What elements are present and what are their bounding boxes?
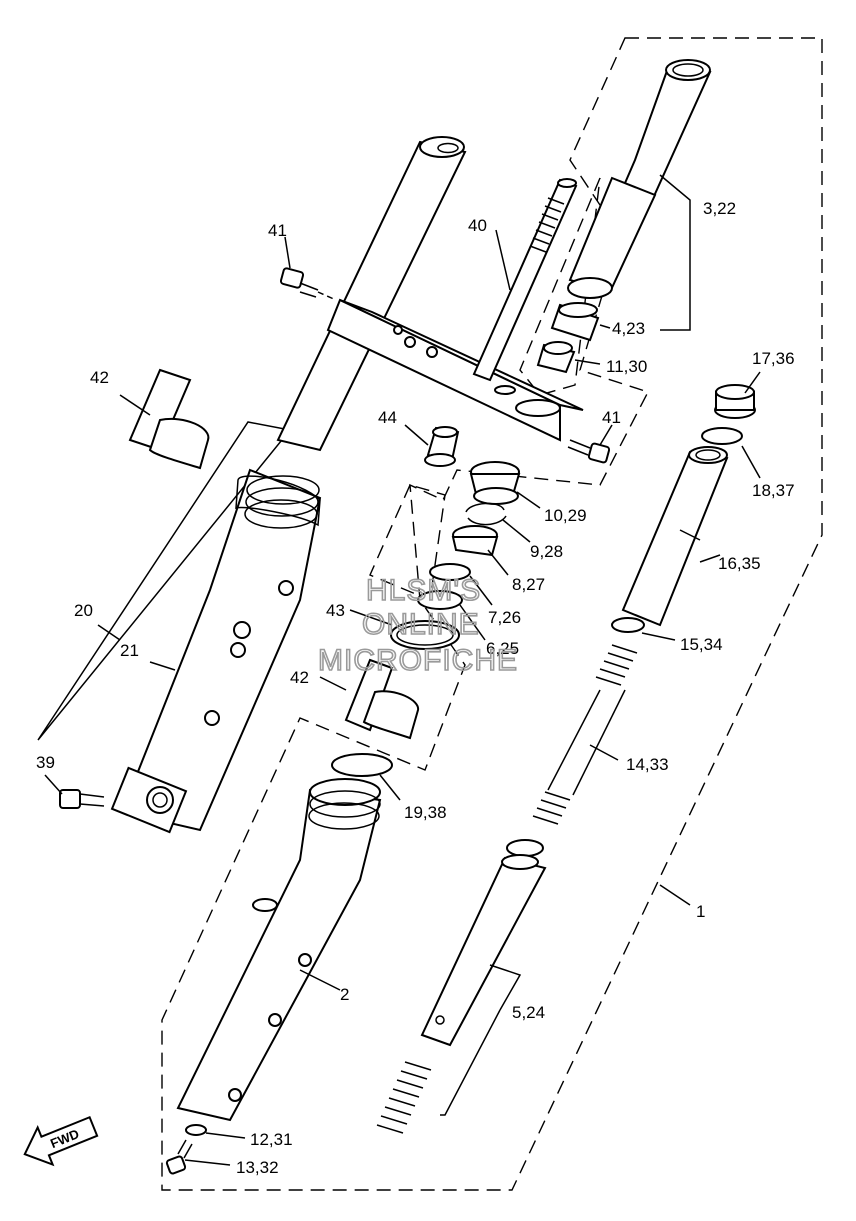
svg-text:HLSM'S: HLSM'S xyxy=(366,574,481,607)
label-5-24: 5,24 xyxy=(512,1003,545,1022)
spacer-pipe-16-35 xyxy=(621,446,729,627)
label-39: 39 xyxy=(36,753,55,772)
bolt-39 xyxy=(59,789,105,809)
rebound-spring xyxy=(376,1061,432,1134)
label-4-23: 4,23 xyxy=(612,319,645,338)
collar-11-30 xyxy=(536,341,576,374)
label-6-25: 6,25 xyxy=(486,639,519,658)
label-15-34: 15,34 xyxy=(680,635,723,654)
label-13-32: 13,32 xyxy=(236,1158,279,1177)
svg-text:ONLINE: ONLINE xyxy=(362,608,480,641)
svg-text:MICROFICHE: MICROFICHE xyxy=(318,644,518,677)
spring-14-33 xyxy=(532,644,638,825)
leader-lines xyxy=(44,174,761,1166)
label-41-right: 41 xyxy=(602,408,621,427)
outer-tube-left xyxy=(110,468,322,834)
outer-tube-2 xyxy=(176,778,382,1122)
label-3-22: 3,22 xyxy=(703,199,736,218)
bolt-41-right xyxy=(567,439,611,464)
label-44: 44 xyxy=(378,408,397,427)
label-16-35: 16,35 xyxy=(718,554,761,573)
label-2: 2 xyxy=(340,985,349,1004)
label-7-26: 7,26 xyxy=(488,608,521,627)
label-18-37: 18,37 xyxy=(752,481,795,500)
cap-bolt-17-36 xyxy=(714,384,756,419)
washer-7-26 xyxy=(429,563,471,581)
damper-rod-5-24 xyxy=(420,854,547,1047)
label-10-29: 10,29 xyxy=(544,506,587,525)
label-41-left: 41 xyxy=(268,221,287,240)
label-9-28: 9,28 xyxy=(530,542,563,561)
bush-6-25 xyxy=(417,590,463,610)
group-outline-upper-inner xyxy=(519,177,601,396)
bolt-13-32 xyxy=(165,1139,193,1175)
upper-tube-3-22 xyxy=(567,59,712,299)
watermark: HLSM'S ONLINE MICROFICHE xyxy=(317,573,518,678)
clip-9-28 xyxy=(465,502,507,526)
bolt-41-left xyxy=(279,267,337,301)
washer-12-31 xyxy=(185,1124,207,1136)
collar-4-23 xyxy=(550,302,600,342)
label-14-33: 14,33 xyxy=(626,755,669,774)
o-ring-19-38 xyxy=(331,753,393,777)
label-12-31: 12,31 xyxy=(250,1130,293,1149)
label-20: 20 xyxy=(74,601,93,620)
cover-42-mid xyxy=(344,658,419,740)
label-21: 21 xyxy=(120,641,139,660)
label-43: 43 xyxy=(326,601,345,620)
label-19-38: 19,38 xyxy=(404,803,447,822)
callout-labels: 3,22 40 41 4,23 11,30 17,36 42 44 41 18,… xyxy=(36,199,795,1177)
seal-8-27 xyxy=(451,525,499,557)
oil-seal-10-29 xyxy=(469,461,521,505)
seal-spacer-44 xyxy=(424,426,460,467)
inner-tube-left xyxy=(276,136,467,452)
fork-bracket xyxy=(326,298,584,442)
washer-15-34 xyxy=(611,617,645,633)
cover-42-top xyxy=(128,368,210,470)
fwd-arrow: FWD xyxy=(23,1115,99,1167)
label-42-mid: 42 xyxy=(290,668,309,687)
label-40: 40 xyxy=(468,216,487,235)
label-42-top: 42 xyxy=(90,368,109,387)
label-8-27: 8,27 xyxy=(512,575,545,594)
clip-ring xyxy=(506,839,544,857)
group-outline-20-21 xyxy=(37,421,292,741)
label-1: 1 xyxy=(696,902,705,921)
steering-stem xyxy=(472,178,578,382)
label-11-30: 11,30 xyxy=(606,357,647,376)
o-ring-18-37 xyxy=(701,427,743,445)
ring-43 xyxy=(390,620,460,650)
label-17-36: 17,36 xyxy=(752,349,795,368)
